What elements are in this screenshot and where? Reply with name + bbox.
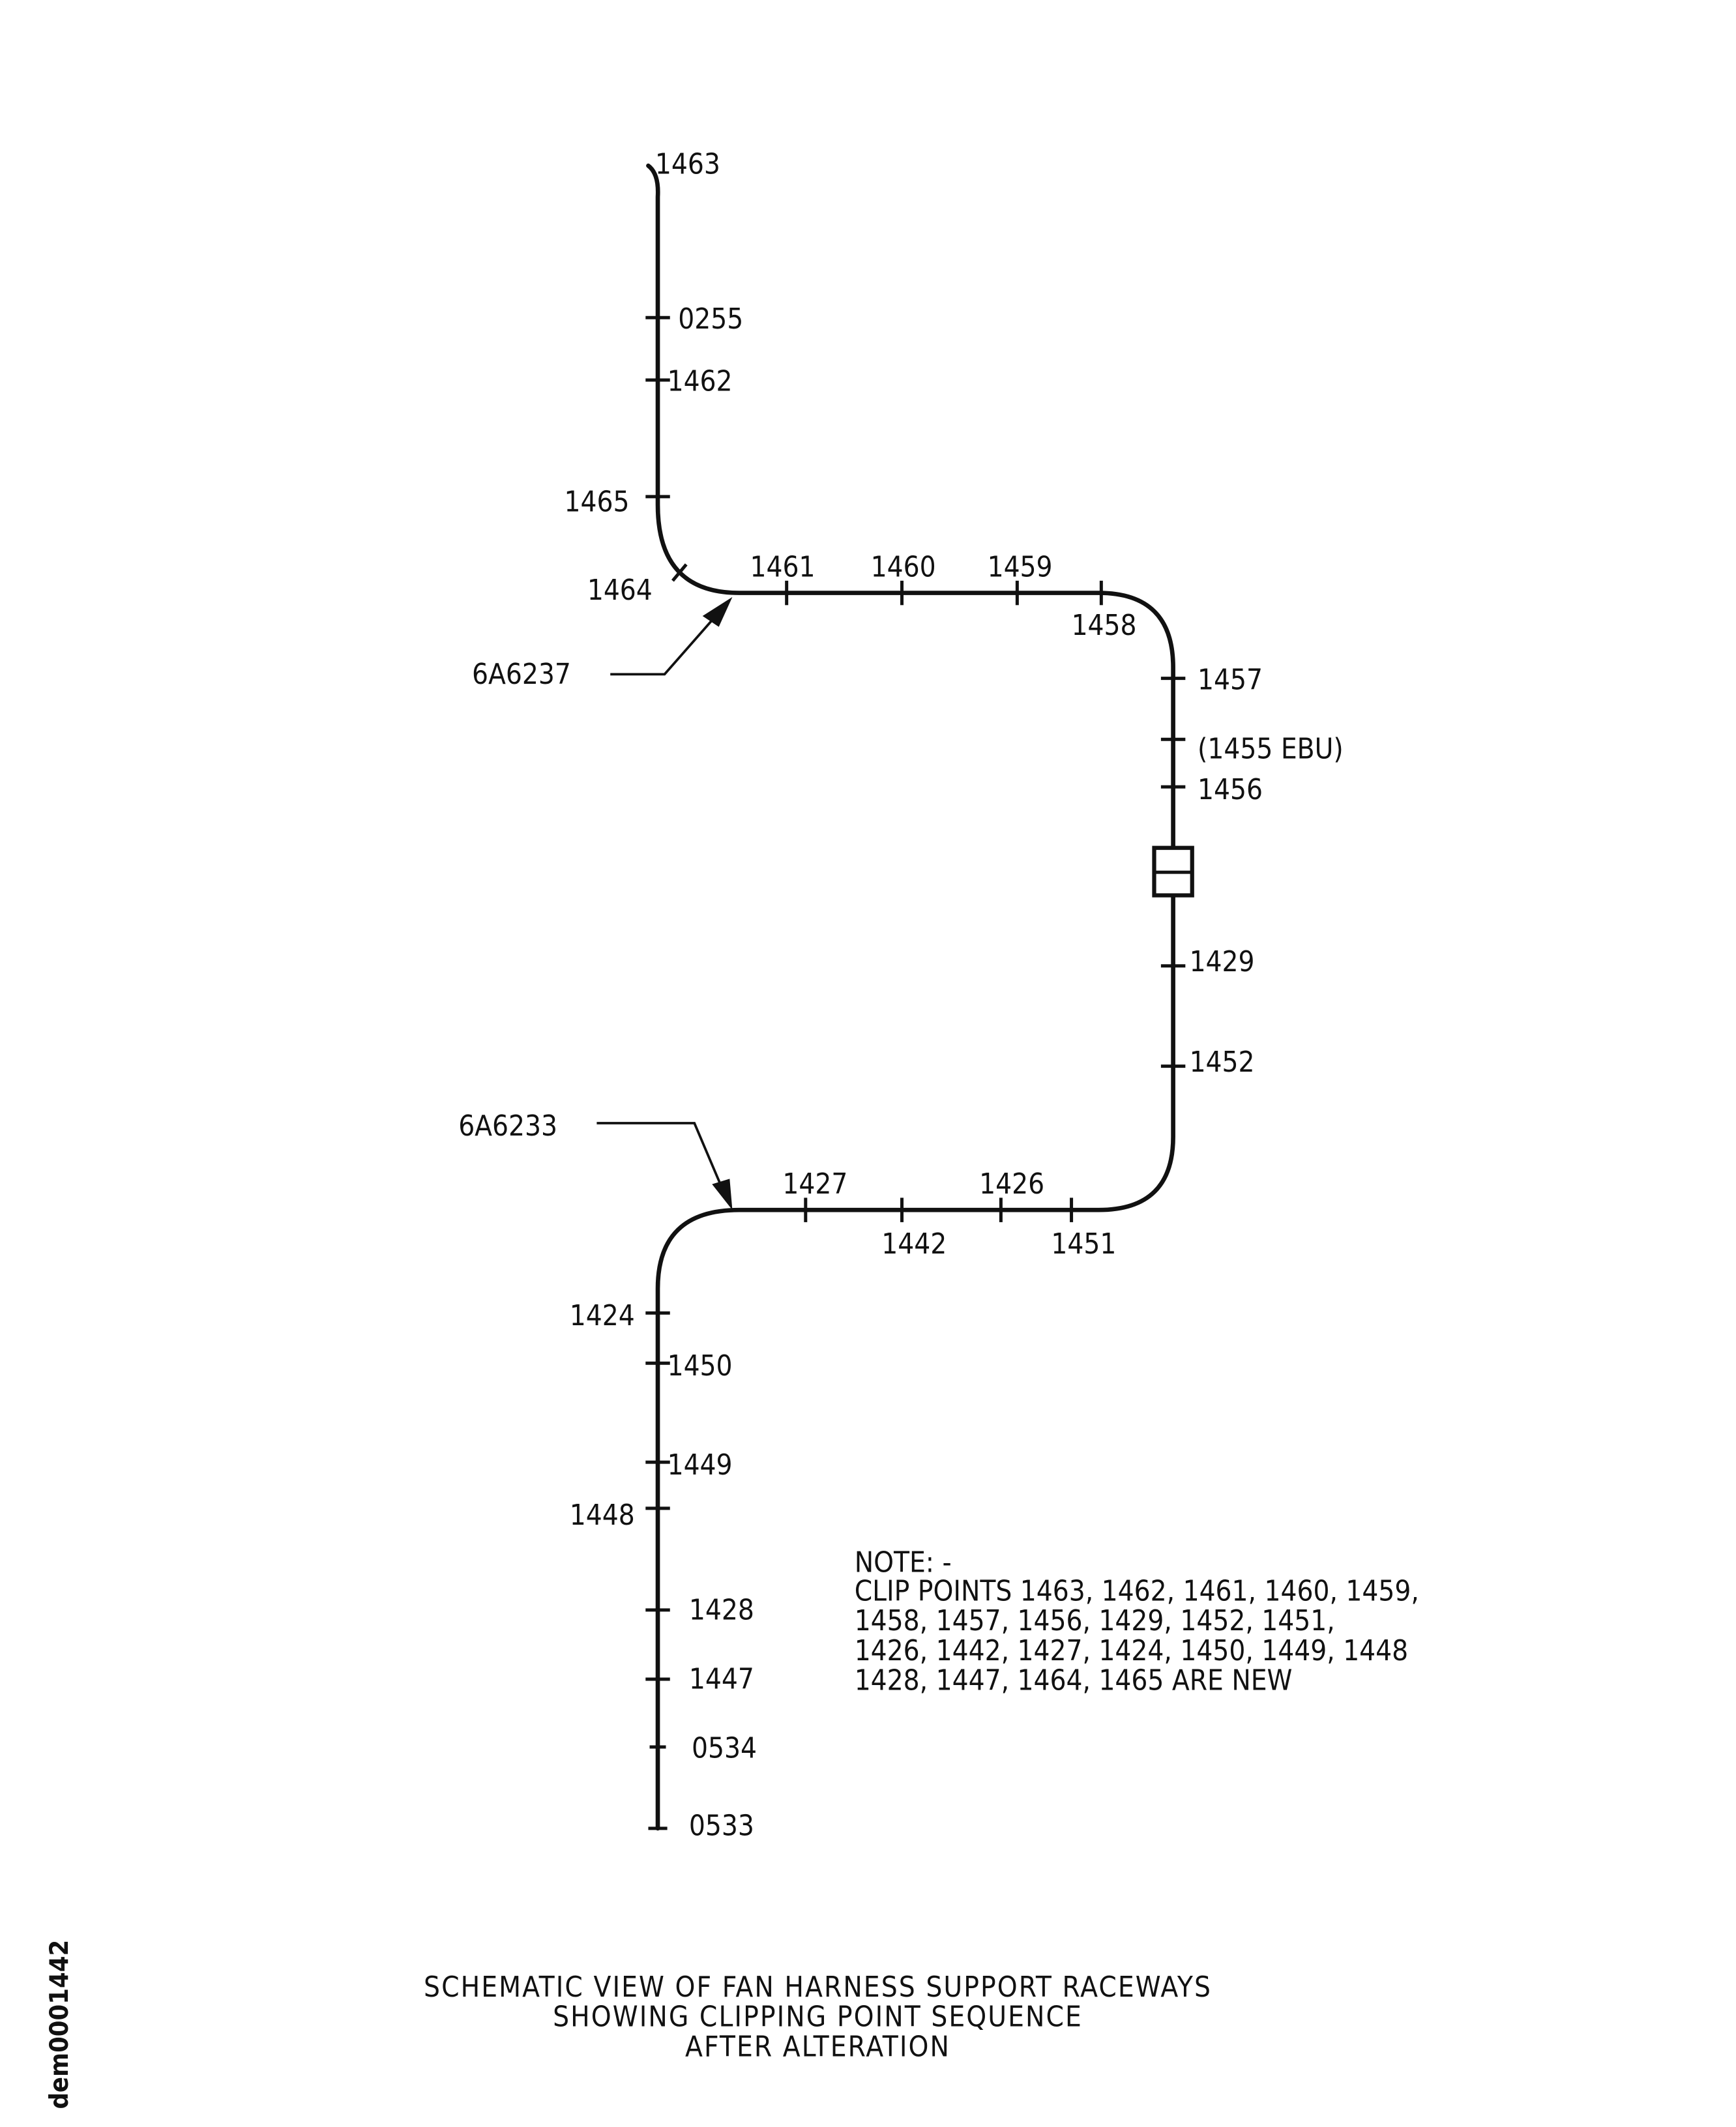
clip-label: 0534 xyxy=(692,1732,757,1765)
clip-label: (1455 EBU) xyxy=(1198,732,1344,765)
clip-ticks xyxy=(645,315,1186,1830)
clip-label: 1456 xyxy=(1198,773,1263,806)
callout-leader-upper xyxy=(610,596,733,676)
clip-label: 1449 xyxy=(668,1448,733,1482)
note-line: NOTE: - xyxy=(855,1546,952,1579)
clip-label: 0533 xyxy=(689,1809,754,1842)
title-line: SCHEMATIC VIEW OF FAN HARNESS SUPPORT RA… xyxy=(424,1971,1212,2004)
clip-label: 1450 xyxy=(668,1349,733,1383)
title-line: SHOWING CLIPPING POINT SEQUENCE xyxy=(553,2001,1083,2034)
callout-leader-lower xyxy=(596,1122,733,1210)
clip-label: 1460 xyxy=(871,551,936,584)
clip-label: 1459 xyxy=(988,551,1053,584)
clip-label: 1424 xyxy=(570,1299,635,1332)
clip-label: 1451 xyxy=(1051,1227,1116,1261)
clip-label: 1426 xyxy=(979,1167,1044,1201)
title-line: AFTER ALTERATION xyxy=(685,2030,950,2063)
figure-title: SCHEMATIC VIEW OF FAN HARNESS SUPPORT RA… xyxy=(424,1971,1212,2064)
clip-label: 1429 xyxy=(1190,945,1255,978)
clip-label: 1463 xyxy=(655,148,720,181)
clip-label: 1457 xyxy=(1198,663,1263,696)
connector-box xyxy=(1152,845,1194,898)
clip-label: 1448 xyxy=(570,1499,635,1532)
clip-label: 1464 xyxy=(587,574,653,607)
callout-label-upper: 6A6237 xyxy=(472,658,571,691)
clip-label: 0255 xyxy=(678,302,743,336)
document-id: dem0001442 xyxy=(44,1940,74,2109)
clip-label: 1428 xyxy=(689,1593,754,1626)
clip-label: 1447 xyxy=(689,1663,754,1696)
callout-label-lower: 6A6233 xyxy=(458,1109,557,1143)
note-line: 1458, 1457, 1456, 1429, 1452, 1451, xyxy=(855,1604,1335,1637)
note-line: 1428, 1447, 1464, 1465 ARE NEW xyxy=(855,1664,1293,1697)
raceway-line xyxy=(646,163,1175,1831)
clip-label: 1427 xyxy=(782,1167,847,1201)
note-line: CLIP POINTS 1463, 1462, 1461, 1460, 1459… xyxy=(855,1574,1419,1607)
note-block: NOTE: - CLIP POINTS 1463, 1462, 1461, 14… xyxy=(855,1546,1419,1697)
clip-label: 1442 xyxy=(881,1227,947,1261)
clip-label: 1461 xyxy=(750,551,815,584)
clip-label: 1462 xyxy=(668,365,733,398)
clip-label: 1458 xyxy=(1072,609,1137,642)
clip-label: 1452 xyxy=(1190,1046,1255,1079)
clip-label: 1465 xyxy=(564,486,629,519)
note-line: 1426, 1442, 1427, 1424, 1450, 1449, 1448 xyxy=(855,1634,1408,1667)
